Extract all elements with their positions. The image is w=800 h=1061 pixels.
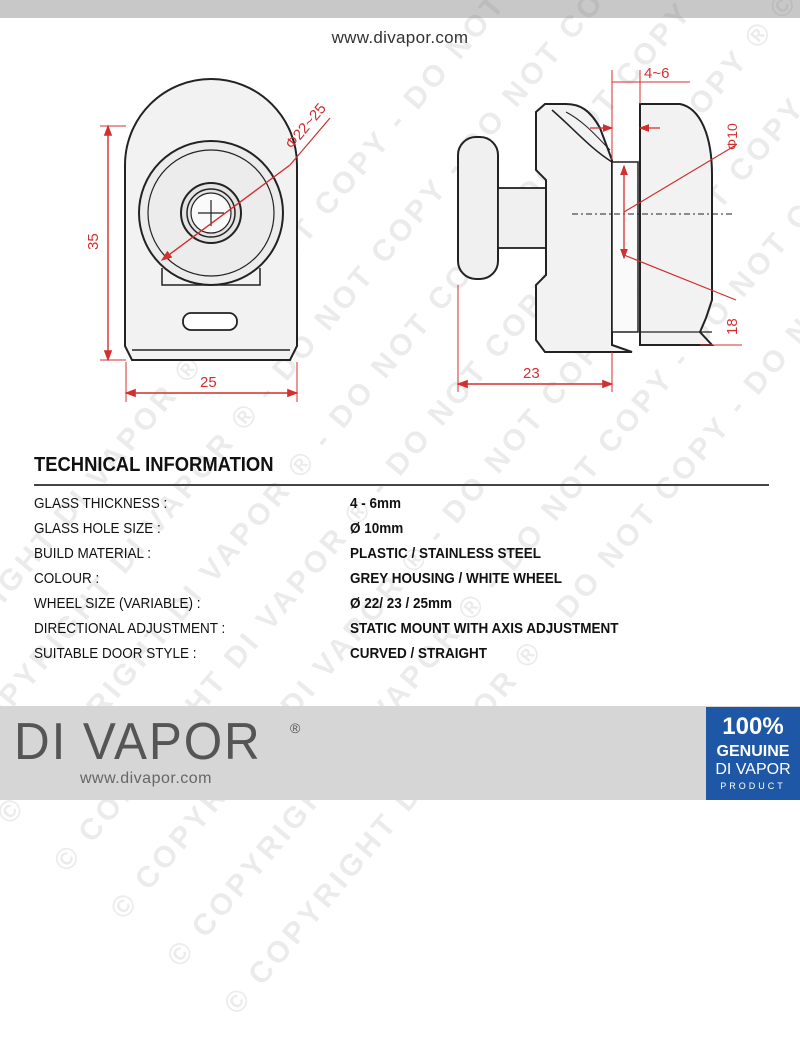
top-bar (0, 0, 800, 18)
side-wheel (457, 136, 499, 280)
gap-label: 4~6 (644, 65, 669, 82)
spec-value: Ø 10mm (350, 520, 404, 537)
badge-percent: 100% (722, 713, 784, 740)
badge-genuine: GENUINE (716, 743, 790, 760)
side-axle (497, 187, 551, 249)
genuine-product-badge: 100% GENUINE DI VAPOR PRODUCT (706, 707, 800, 800)
spec-value: STATIC MOUNT WITH AXIS ADJUSTMENT (350, 620, 619, 637)
spec-label: GLASS THICKNESS : (34, 495, 168, 512)
spec-row-directional-adjustment: DIRECTIONAL ADJUSTMENT : STATIC MOUNT WI… (34, 620, 774, 645)
spec-label: GLASS HOLE SIZE : (34, 520, 161, 537)
technical-info-title: TECHNICAL INFORMATION (34, 454, 274, 476)
side-glass-gap (611, 161, 639, 333)
registered-mark: ® (290, 720, 301, 736)
spec-label: DIRECTIONAL ADJUSTMENT : (34, 620, 226, 637)
header-site-url[interactable]: www.divapor.com (331, 28, 469, 47)
title-divider (34, 484, 769, 486)
side-view: 4~6 Φ10 18 23 (456, 65, 742, 392)
spec-value: 4 - 6mm (350, 495, 402, 512)
spec-value: CURVED / STRAIGHT (350, 645, 488, 662)
spec-row-colour: COLOUR : GREY HOUSING / WHITE WHEEL (34, 570, 774, 595)
front-width-label: 25 (200, 374, 217, 391)
spec-label: BUILD MATERIAL : (34, 545, 152, 562)
spec-row-wheel-size: WHEEL SIZE (VARIABLE) : Ø 22/ 23 / 25mm (34, 595, 774, 620)
spec-label: SUITABLE DOOR STYLE : (34, 645, 197, 662)
badge-product: PRODUCT (720, 781, 786, 791)
spec-value: Ø 22/ 23 / 25mm (350, 595, 453, 612)
spec-row-glass-hole-size: GLASS HOLE SIZE : Ø 10mm (34, 520, 774, 545)
spec-label: COLOUR : (34, 570, 100, 587)
spec-value: PLASTIC / STAINLESS STEEL (350, 545, 542, 562)
front-height-label: 35 (85, 233, 102, 250)
front-view: Φ22~25 35 25 (85, 78, 331, 402)
side-width-label: 23 (523, 365, 540, 382)
front-adjust-slot (182, 312, 238, 331)
badge-brand: DI VAPOR (715, 761, 791, 778)
footer-bar (0, 706, 800, 800)
hole-label: Φ10 (724, 123, 740, 150)
spec-value: GREY HOUSING / WHITE WHEEL (350, 570, 563, 587)
spec-row-glass-thickness: GLASS THICKNESS : 4 - 6mm (34, 495, 774, 520)
side-height-label: 18 (724, 318, 741, 335)
spec-label: WHEEL SIZE (VARIABLE) : (34, 595, 201, 612)
spec-row-door-style: SUITABLE DOOR STYLE : CURVED / STRAIGHT (34, 645, 774, 670)
side-clamp (639, 103, 715, 346)
spec-row-build-material: BUILD MATERIAL : PLASTIC / STAINLESS STE… (34, 545, 774, 570)
footer-url[interactable]: www.divapor.com (80, 770, 212, 787)
technical-drawing: Φ22~25 35 25 4~6 Φ10 (85, 65, 742, 402)
brand-logo-text[interactable]: DI VAPOR (14, 713, 262, 771)
